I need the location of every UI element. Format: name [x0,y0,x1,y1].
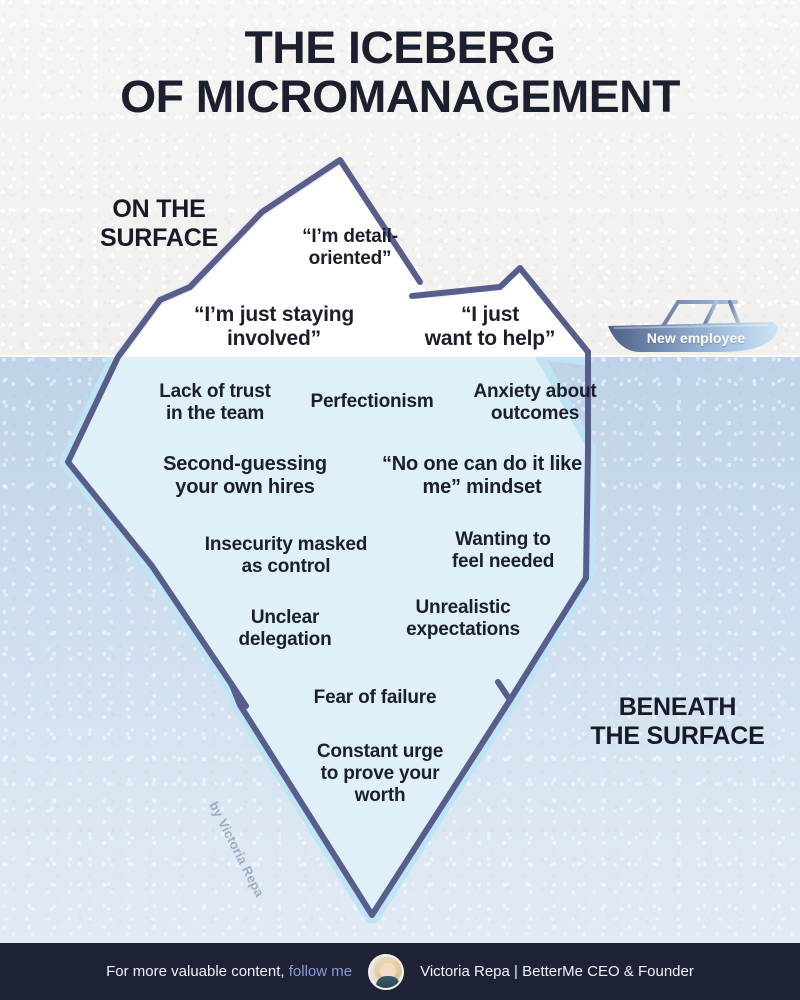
avatar-face [380,962,397,980]
avatar [368,953,405,990]
avatar-body [376,975,401,988]
page-title: THE ICEBERG OF MICROMANAGEMENT [0,22,800,122]
footer-cta: For more valuable content, follow me [106,963,352,980]
label-perfectionism: Perfectionism [310,391,434,412]
label-fear-of-failure: Fear of failure [313,687,437,708]
footer-bar: For more valuable content, follow me Vic… [0,943,800,1000]
boat-label: New employee [646,330,746,346]
title-line-1: THE ICEBERG [244,22,556,73]
label-im-detail-oriented: “I’m detail-oriented” [302,226,398,270]
speedboat-icon [608,297,778,352]
iceberg-outline [65,157,591,918]
footer-cta-prefix: For more valuable content, [106,963,289,980]
title-line-2: OF MICROMANAGEMENT [120,70,680,122]
footer-follow-link[interactable]: follow me [288,963,353,980]
footer-author-name: Victoria Repa | BetterMe CEO & Founder [420,963,694,980]
